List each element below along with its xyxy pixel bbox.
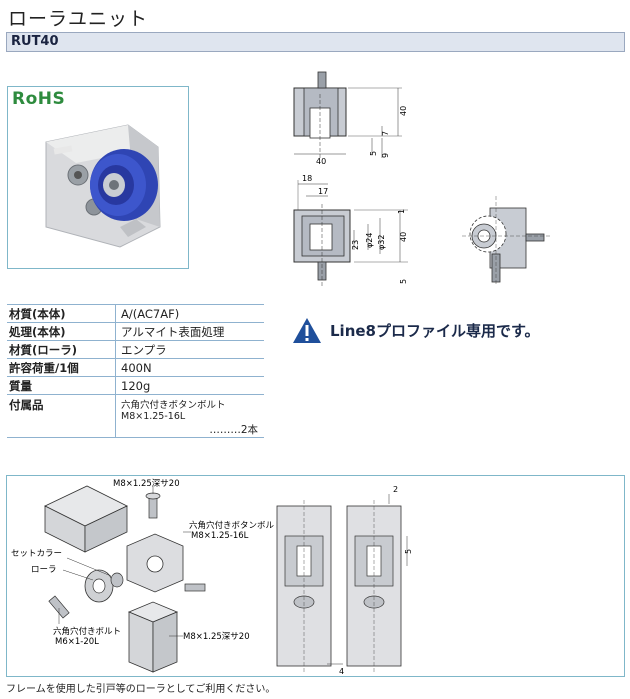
product-photo-frame: RoHS (7, 86, 189, 269)
dim-side-1: 1 (397, 209, 406, 214)
dim-top-width: 40 (316, 157, 326, 166)
assembly-diagram: M8×1.25深サ20 六角穴付きボタンボルト M8×1.25-16L セットカ… (11, 479, 413, 676)
roller-unit-photo (45, 124, 161, 248)
spec-value-cell: 六角穴付きボタンボルト M8×1.25-16L ………2本 (115, 394, 264, 438)
dim-top-9: 9 (381, 153, 390, 158)
dim-asm-2: 2 (393, 485, 398, 494)
label-m8-bottom: M8×1.25深サ20 (183, 632, 250, 642)
side-view-drawing: 18 17 1 23 φ24 φ32 40 5 (293, 174, 408, 286)
spec-value: A/(AC7AF) (115, 304, 264, 323)
dim-side-18: 18 (302, 174, 312, 183)
assembly-set-collar (110, 572, 124, 588)
model-number: RUT40 (11, 34, 59, 49)
dim-side-23: 23 (351, 240, 360, 250)
spec-value: 六角穴付きボタンボルト M8×1.25-16L (121, 400, 226, 422)
spec-value: 120g (115, 376, 264, 395)
spec-key: 質量 (7, 376, 116, 395)
spec-key: 材質(本体) (7, 304, 116, 323)
label-button-bolt: 六角穴付きボタンボルト (189, 520, 283, 531)
dim-top-height: 40 (399, 106, 408, 116)
spec-key: 許容荷重/1個 (7, 358, 116, 377)
spec-key: 材質(ローラ) (7, 340, 116, 359)
rohs-logo: RoHS (12, 89, 66, 109)
spec-key: 付属品 (7, 394, 116, 438)
spec-key: 処理(本体) (7, 322, 116, 341)
top-view-drawing: 40 7 5 9 40 (293, 71, 408, 166)
table-row: 許容荷重/1個 400N (7, 358, 264, 377)
dim-top-5: 5 (369, 151, 378, 156)
table-row: 質量 120g (7, 376, 264, 395)
table-row: 材質(ローラ) エンプラ (7, 340, 264, 359)
label-hex-bolt: 六角穴付きボルト (53, 626, 121, 637)
label-button-bolt-size: M8×1.25-16L (191, 531, 249, 541)
spec-value: 400N (115, 358, 264, 377)
spec-value: アルマイト表面処理 (115, 322, 264, 341)
end-view-drawing (462, 196, 550, 284)
label-hex-bolt-size: M6×1-20L (55, 637, 99, 647)
table-row: 材質(本体) A/(AC7AF) (7, 304, 264, 323)
dim-asm-4: 4 (339, 667, 344, 676)
table-row: 処理(本体) アルマイト表面処理 (7, 322, 264, 341)
dim-side-40: 40 (399, 232, 408, 242)
spec-value: エンプラ (115, 340, 264, 359)
footnote: フレームを使用した引戸等のローラとしてご利用ください。 (6, 684, 276, 695)
assembly-diagram-frame: M8×1.25深サ20 六角穴付きボタンボルト M8×1.25-16L セットカ… (6, 475, 625, 677)
dim-side-d32: φ32 (377, 235, 386, 250)
table-row: 付属品 六角穴付きボタンボルト M8×1.25-16L ………2本 (7, 394, 264, 438)
dim-asm-5: 5 (404, 549, 413, 554)
spec-quantity: ………2本 (209, 424, 258, 436)
label-roller: ローラ (31, 565, 57, 575)
page-title: ローラユニット (8, 8, 149, 30)
dim-side-5: 5 (399, 279, 408, 284)
spec-table: 材質(本体) A/(AC7AF) 処理(本体) アルマイト表面処理 材質(ローラ… (7, 304, 264, 438)
dim-top-7: 7 (381, 131, 390, 136)
model-bar: RUT40 (6, 32, 625, 52)
notice-text: Line8プロファイル専用です。 (330, 321, 540, 340)
dim-side-17: 17 (318, 187, 328, 196)
label-set-collar: セットカラー (11, 549, 62, 559)
warning-icon (293, 317, 321, 343)
dim-side-d24: φ24 (365, 233, 374, 248)
notice: Line8プロファイル専用です。 (292, 316, 540, 344)
label-m8-top: M8×1.25深サ20 (113, 479, 180, 489)
